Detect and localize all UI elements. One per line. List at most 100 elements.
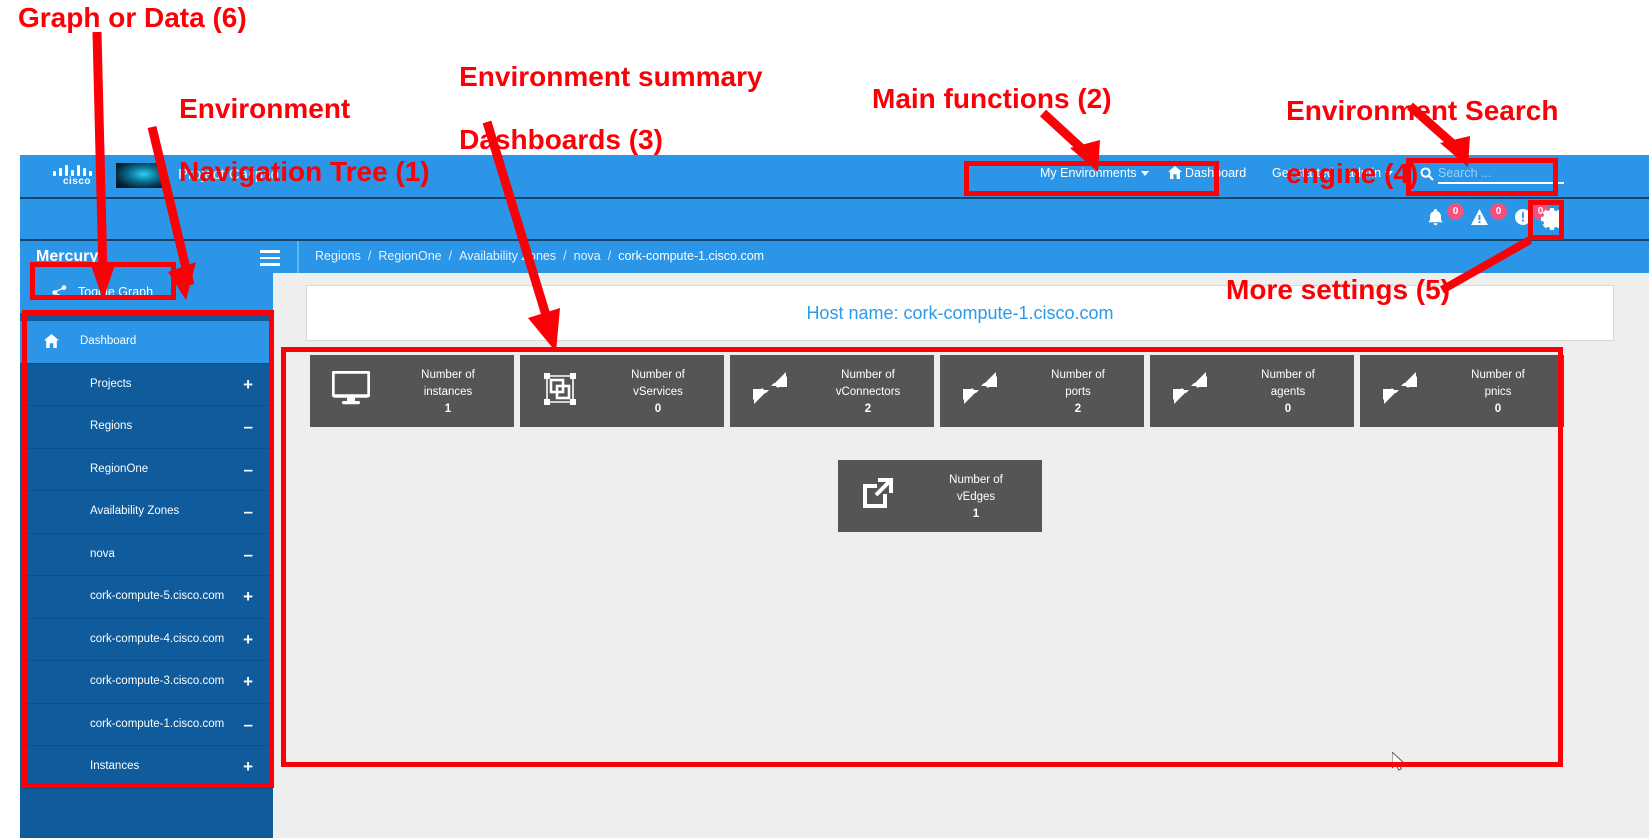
dashboard-card-agents[interactable]: Number of agents 0 <box>1150 355 1354 427</box>
host-name-text: Host name: cork-compute-1.cisco.com <box>806 303 1114 323</box>
breadcrumb: Regions / RegionOne / Availability Zones / nov… <box>315 249 764 263</box>
dashboard-card-vconnectors[interactable]: Number of vConnectors 2 <box>730 355 934 427</box>
expand-toggle[interactable]: + <box>243 672 253 691</box>
info-icon[interactable] <box>1515 209 1531 230</box>
sidebar-item-label: cork-compute-3.cisco.com <box>90 675 225 687</box>
sidebar-item-label: cork-compute-4.cisco.com <box>90 632 225 645</box>
expand-toggle[interactable]: + <box>243 374 253 394</box>
callout-label-search-engine: Environment Search engine (4) <box>1255 64 1558 221</box>
alerts-bar: 0 0 0 <box>20 197 1649 239</box>
breadcrumb-separator: / <box>563 249 567 263</box>
sidebar-item-projects[interactable]: Projects + <box>20 363 273 406</box>
dashboard-card-instances[interactable]: Number of instances 1 <box>310 355 514 427</box>
environment-navigation-tree: Toggle Graph Dashboard Projects + Region… <box>20 273 273 838</box>
callout-line2: engine (4) <box>1286 158 1419 190</box>
environment-breadcrumb-bar: Mercury Regions / RegionOne / Availability Z… <box>20 239 1649 275</box>
dashboard-card-pnics[interactable]: Number of pnics 0 <box>1360 355 1564 427</box>
environment-search[interactable] <box>1418 164 1564 188</box>
sidebar-item-label: Dashboard <box>80 335 137 347</box>
card-line1: Number of <box>421 369 475 381</box>
callout-box-settings <box>1528 200 1564 240</box>
callout-box-search <box>1406 158 1558 196</box>
sidebar-item-cork-compute-3[interactable]: cork-compute-3.cisco.com + <box>20 661 273 704</box>
sidebar-item-label: nova <box>90 547 115 560</box>
breadcrumb-item-regions[interactable]: Regions <box>315 249 361 263</box>
callout-box-nav-tree <box>22 310 274 788</box>
nav-admin-menu[interactable]: admin <box>1347 166 1394 180</box>
callout-label-more-settings: More settings (5) <box>1226 274 1451 305</box>
compress-icon <box>1382 371 1418 410</box>
cisco-logo: cisco <box>50 165 104 187</box>
sidebar-item-nova[interactable]: nova – <box>20 533 273 576</box>
card-text: Number of agents 0 <box>1228 367 1348 417</box>
collapse-toggle[interactable]: – <box>243 459 253 479</box>
gear-icon[interactable] <box>1539 206 1565 232</box>
card-line2: ports <box>1065 386 1091 398</box>
callout-label-graph-or-data: Graph or Data (6) <box>18 2 247 33</box>
card-line2: agents <box>1270 386 1306 398</box>
expand-toggle[interactable]: + <box>243 587 253 606</box>
search-input[interactable] <box>1438 164 1564 184</box>
collapse-toggle[interactable]: – <box>243 544 253 564</box>
nav-my-environments[interactable]: My Environments <box>1040 166 1149 180</box>
card-text: Number of vServices 0 <box>598 367 718 417</box>
card-text: Number of instances 1 <box>388 367 508 417</box>
expand-toggle[interactable]: + <box>243 757 253 776</box>
card-line1: Number of <box>841 369 895 381</box>
card-value: 0 <box>654 403 662 415</box>
dashboard-card-ports[interactable]: Number of ports 2 <box>940 355 1144 427</box>
nav-tree-list: Dashboard Projects + Regions – RegionOne… <box>20 321 273 789</box>
breadcrumb-separator: / <box>448 249 453 263</box>
card-line1: Number of <box>1471 369 1525 381</box>
external-link-icon <box>860 476 896 515</box>
breadcrumb-item-current: cork-compute-1.cisco.com <box>618 249 765 263</box>
compress-icon <box>962 371 998 410</box>
sidebar-item-label: Instances <box>90 760 140 772</box>
card-line2: vConnectors <box>835 386 901 398</box>
breadcrumb-item-regionone[interactable]: RegionOne <box>378 249 442 263</box>
environment-name: Mercury <box>36 248 99 265</box>
callout-line1: Environment <box>179 93 351 125</box>
nav-my-environments-label: My Environments <box>1040 166 1137 180</box>
card-line2: vServices <box>633 386 683 398</box>
monitor-icon <box>331 370 371 410</box>
card-line1: Number of <box>949 474 1003 486</box>
card-line2: instances <box>423 386 473 398</box>
card-text: Number of ports 2 <box>1018 367 1138 417</box>
sidebar-item-regionone[interactable]: RegionOne – <box>20 448 273 491</box>
sidebar-item-regions[interactable]: Regions – <box>20 406 273 449</box>
card-text: Number of vEdges 1 <box>916 472 1036 522</box>
dashboard-card-vservices[interactable]: Number of vServices 0 <box>520 355 724 427</box>
chevron-down-icon <box>1385 171 1394 177</box>
dashboard-card-vedges[interactable]: Number of vEdges 1 <box>838 460 1042 532</box>
collapse-toggle[interactable]: – <box>243 417 253 436</box>
nav-get-started[interactable]: Get started <box>1272 166 1334 180</box>
compress-icon <box>1172 371 1208 410</box>
sidebar-item-cork-compute-5[interactable]: cork-compute-5.cisco.com + <box>20 576 273 619</box>
collapse-toggle[interactable]: – <box>243 714 253 734</box>
application-window: cisco Project Calipso My Environments Da… <box>20 155 1649 838</box>
sidebar-item-label: cork-compute-1.cisco.com <box>90 717 225 730</box>
sidebar-item-cork-compute-4[interactable]: cork-compute-4.cisco.com + <box>20 618 273 661</box>
cisco-wordmark: cisco <box>62 176 92 187</box>
breadcrumb-separator: / <box>607 249 612 263</box>
home-icon <box>1168 166 1182 182</box>
sidebar-item-availability-zones[interactable]: Availability Zones – <box>20 491 273 534</box>
hamburger-menu-icon[interactable] <box>260 250 280 266</box>
warning-icon[interactable] <box>1471 209 1488 230</box>
breadcrumb-separator: / <box>367 249 372 263</box>
bell-icon[interactable] <box>1428 209 1443 231</box>
sidebar-item-instances[interactable]: Instances + <box>20 746 273 789</box>
breadcrumb-item-nova[interactable]: nova <box>573 249 601 263</box>
card-value: 2 <box>1074 403 1082 415</box>
breadcrumb-item-availability-zones[interactable]: Availability Zones <box>459 249 557 263</box>
expand-toggle[interactable]: + <box>243 629 253 649</box>
main-content: Host name: cork-compute-1.cisco.com Numb… <box>273 273 1649 838</box>
callout-label-nav-tree: Environment Navigation Tree (1) <box>148 62 430 219</box>
chevron-down-icon <box>1140 171 1149 177</box>
sidebar-item-dashboard[interactable]: Dashboard <box>20 321 273 364</box>
collapse-toggle[interactable]: – <box>243 502 253 521</box>
app-title: Project Calipso <box>178 166 279 183</box>
sidebar-item-cork-compute-1[interactable]: cork-compute-1.cisco.com – <box>20 703 273 746</box>
nav-admin-label: admin <box>1347 166 1382 180</box>
